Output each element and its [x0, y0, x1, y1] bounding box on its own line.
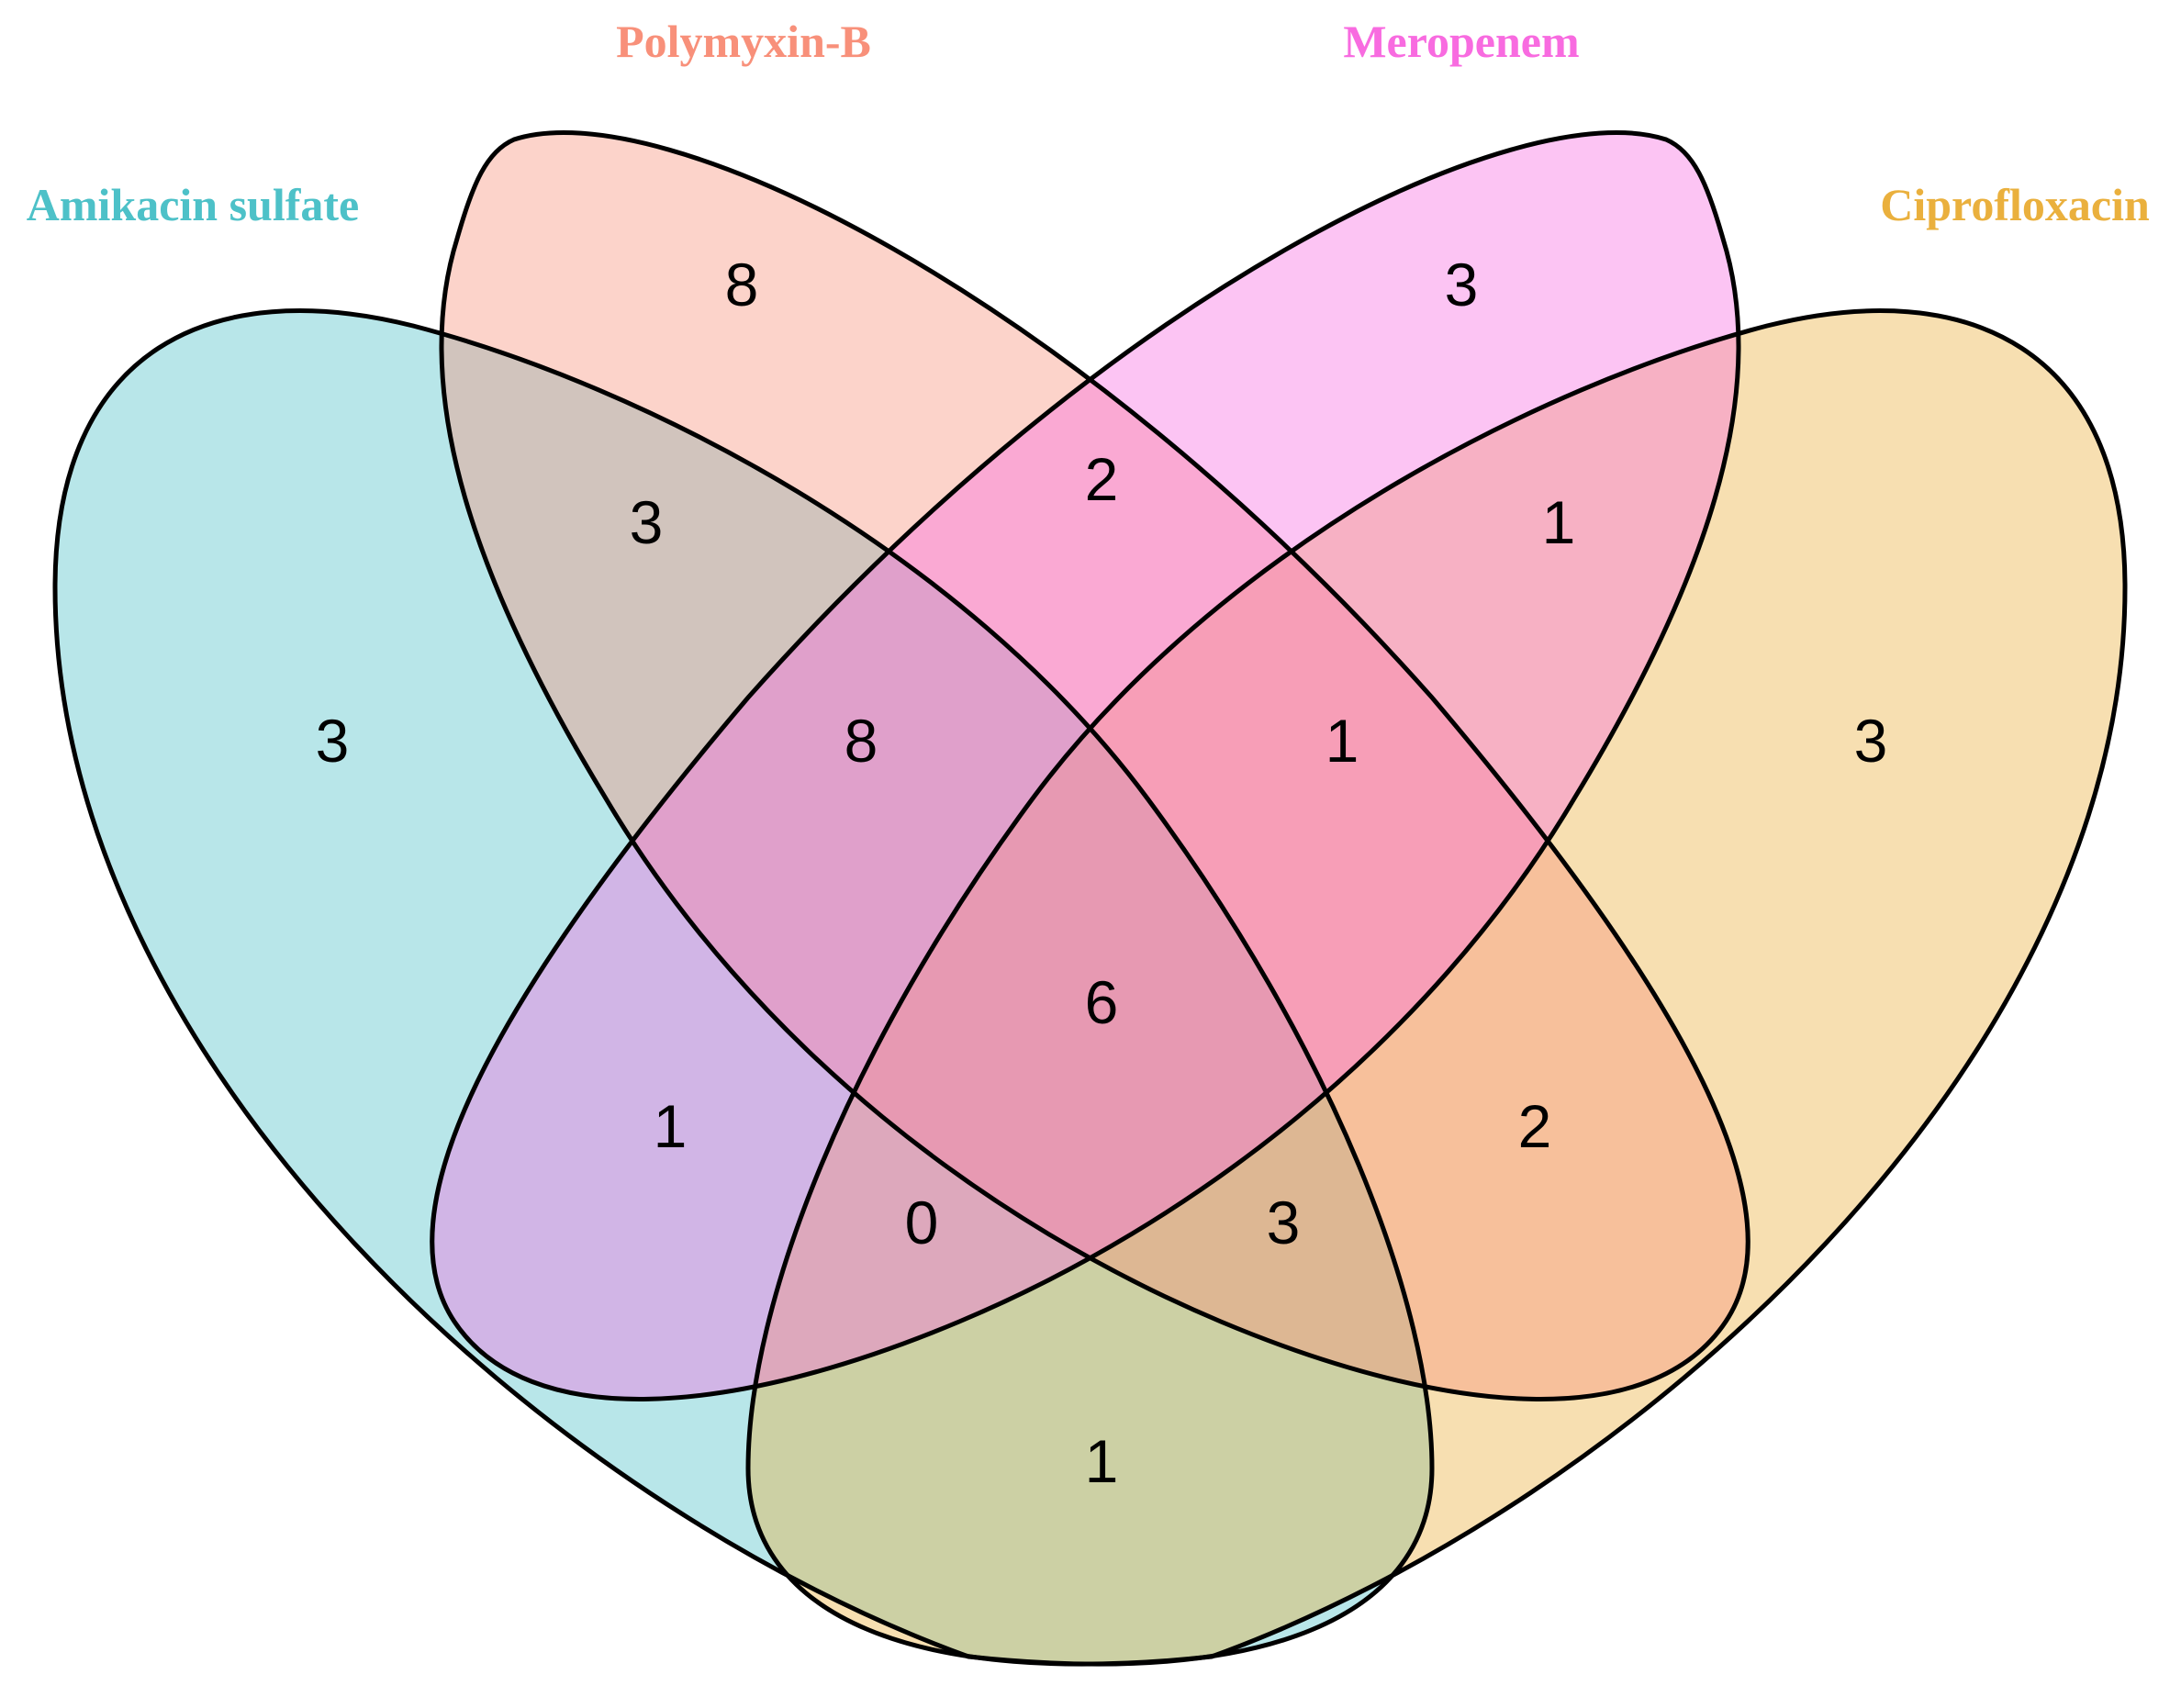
set-labels: Amikacin sulfate Polymyxin-B Meropenem C… — [27, 16, 2150, 230]
count-polymyxin-meropenem: 2 — [1085, 445, 1119, 513]
set-outlines — [52, 130, 2128, 1667]
count-amikacin-meropenem-ciprofloxacin: 0 — [905, 1189, 939, 1256]
count-polymyxin-only: 8 — [725, 251, 759, 318]
count-ciprofloxacin-only: 3 — [1854, 707, 1888, 775]
set-label-ciprofloxacin: Ciprofloxacin — [1880, 179, 2150, 230]
count-amikacin-only: 3 — [316, 707, 350, 775]
count-polymyxin-meropenem-ciprofloxacin: 1 — [1325, 707, 1359, 775]
count-amikacin-meropenem: 1 — [654, 1092, 688, 1160]
region-counts: 3 8 3 3 3 2 1 8 1 1 6 2 0 3 1 — [316, 251, 1888, 1495]
count-amikacin-polymyxin-meropenem: 8 — [844, 707, 878, 775]
set-outline-meropenem — [430, 130, 1741, 1401]
count-amikacin-ciprofloxacin: 1 — [1085, 1427, 1119, 1495]
count-meropenem-ciprofloxacin: 1 — [1542, 488, 1576, 556]
set-label-meropenem: Meropenem — [1343, 16, 1579, 67]
set-outline-ciprofloxacin — [745, 308, 2128, 1667]
count-polymyxin-ciprofloxacin: 2 — [1518, 1092, 1552, 1160]
set-label-amikacin-sulfate: Amikacin sulfate — [27, 179, 360, 230]
set-outline-amikacin-sulfate — [52, 308, 1435, 1667]
set-shape-meropenem — [431, 132, 1739, 1400]
count-meropenem-only: 3 — [1445, 251, 1479, 318]
count-amikacin-polymyxin: 3 — [630, 488, 664, 556]
set-outline-polymyxin-b — [439, 130, 1750, 1401]
set-shape-polymyxin-b — [441, 132, 1749, 1400]
set-label-polymyxin-b: Polymyxin-B — [616, 16, 871, 67]
count-all-four: 6 — [1085, 968, 1119, 1036]
count-amikacin-polymyxin-ciprofloxacin: 3 — [1267, 1189, 1301, 1256]
